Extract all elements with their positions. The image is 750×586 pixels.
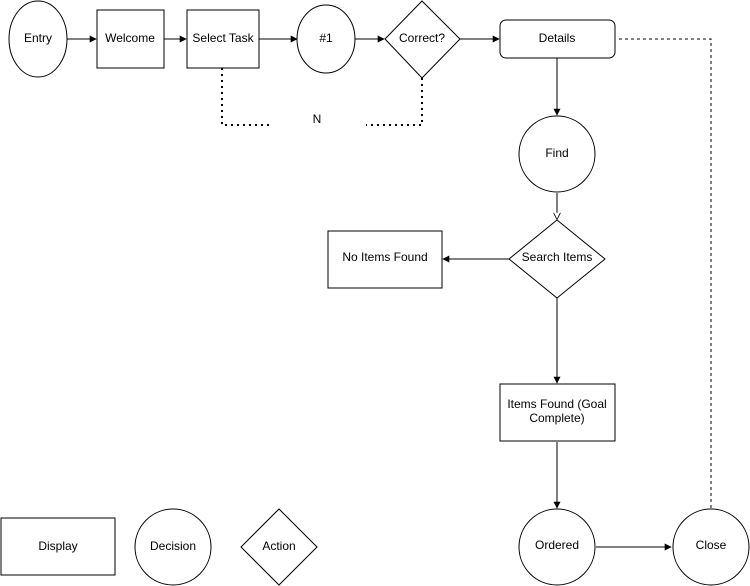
node-correct[interactable]: Correct? xyxy=(384,0,461,79)
edge-no-branch-left xyxy=(221,68,272,126)
legend-action-shape xyxy=(240,508,318,586)
node-items-found[interactable]: Items Found (Goal Complete) xyxy=(499,383,616,442)
legend-decision-label: Decision xyxy=(150,539,196,553)
node-entry-label: Entry xyxy=(24,31,52,45)
node-entry[interactable]: Entry xyxy=(8,0,68,78)
node-close-label: Close xyxy=(696,538,727,552)
node-no-items-found-shape xyxy=(327,230,443,289)
node-correct-shape xyxy=(384,0,461,79)
node-select-task[interactable]: Select Task xyxy=(186,9,260,69)
legend: Display Decision Action xyxy=(0,508,318,586)
node-close-shape xyxy=(672,508,750,586)
node-welcome[interactable]: Welcome xyxy=(96,9,165,69)
node-find-shape xyxy=(518,115,596,193)
node-items-found-shape xyxy=(499,383,616,442)
node-no-items-found-label: No Items Found xyxy=(342,250,427,264)
legend-display-shape xyxy=(0,517,116,576)
node-details-label: Details xyxy=(539,31,576,45)
node-ordered-shape xyxy=(518,508,596,586)
legend-decision: Decision xyxy=(134,508,212,586)
node-welcome-shape xyxy=(96,9,165,69)
node-search-items-label: Search Items xyxy=(522,250,593,264)
node-items-found-label-line2: Complete) xyxy=(529,411,584,425)
edge-label-no-branch: N xyxy=(313,112,322,126)
node-find[interactable]: Find xyxy=(518,115,596,193)
node-ordered-label: Ordered xyxy=(535,538,579,552)
node-close[interactable]: Close xyxy=(672,508,750,586)
node-correct-label: Correct? xyxy=(399,31,445,45)
node-step-one-shape xyxy=(296,4,356,74)
node-step-one-label: #1 xyxy=(319,31,333,45)
legend-action-label: Action xyxy=(262,539,295,553)
node-welcome-label: Welcome xyxy=(105,31,155,45)
node-details[interactable]: Details xyxy=(499,19,616,59)
legend-decision-shape xyxy=(134,508,212,586)
legend-action: Action xyxy=(240,508,318,586)
node-ordered[interactable]: Ordered xyxy=(518,508,596,586)
node-search-items[interactable]: Search Items xyxy=(508,219,606,299)
node-entry-shape xyxy=(8,0,68,78)
node-find-label: Find xyxy=(545,146,568,160)
legend-display: Display xyxy=(0,517,116,576)
edge-close-to-details xyxy=(617,38,712,508)
node-items-found-label-line1: Items Found (Goal xyxy=(507,397,606,411)
node-select-task-shape xyxy=(186,9,260,69)
node-select-task-label: Select Task xyxy=(192,31,254,45)
node-no-items-found[interactable]: No Items Found xyxy=(327,230,443,289)
legend-display-label: Display xyxy=(38,539,77,553)
node-details-shape xyxy=(499,19,616,59)
node-search-items-shape xyxy=(508,219,606,299)
edge-no-branch-right xyxy=(366,78,423,126)
edges xyxy=(67,35,712,551)
node-step-one[interactable]: #1 xyxy=(296,4,356,74)
